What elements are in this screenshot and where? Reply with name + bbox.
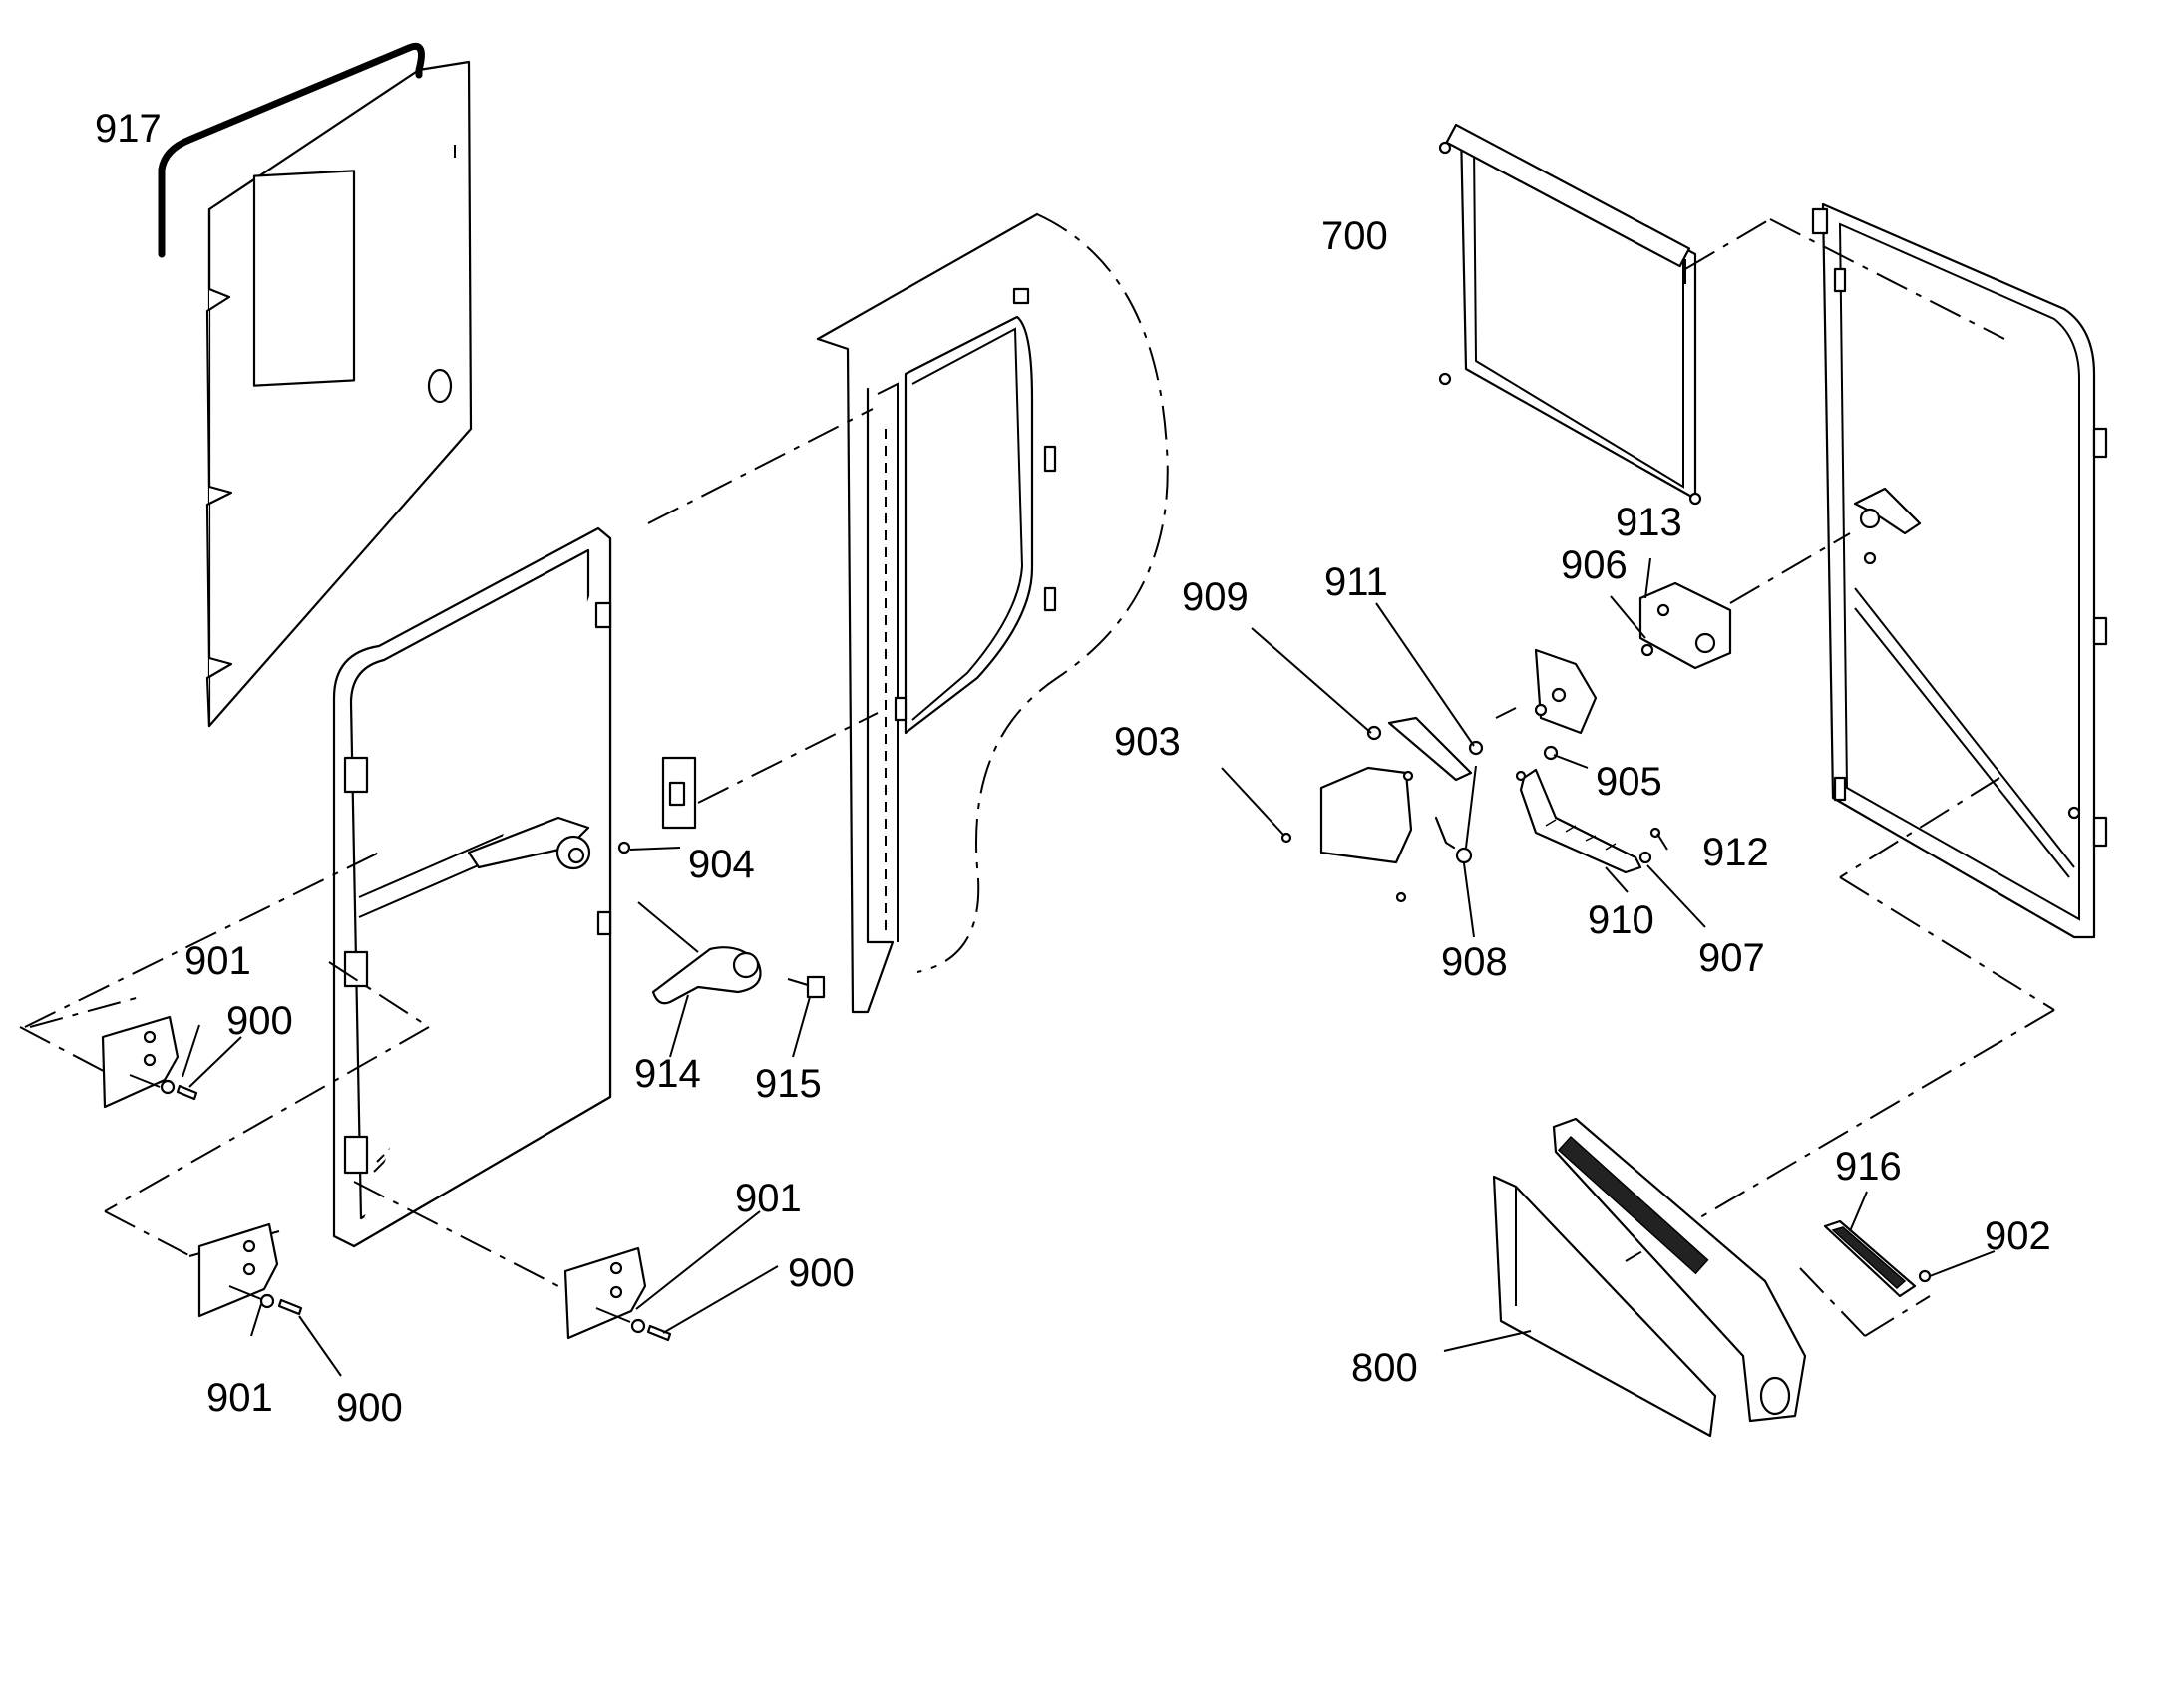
callout-903: 903 (1114, 720, 1181, 764)
assembly-line (1729, 532, 1851, 604)
assembly-line (1684, 218, 1771, 270)
callout-700: 700 (1321, 214, 1388, 258)
assembly-line (104, 1210, 195, 1259)
callout-902: 902 (1985, 1214, 2051, 1258)
door-seal-917 (158, 42, 425, 258)
hinge-plate-a (101, 1015, 198, 1109)
assembly-line (1839, 876, 2055, 1011)
leader-901c (250, 1303, 262, 1337)
latch-rod-908 (1434, 740, 1484, 864)
striker-plate-904 (617, 756, 697, 854)
left-door-frame (332, 526, 612, 1248)
callout-901a: 901 (184, 939, 251, 983)
window-screen-700 (1438, 123, 1702, 506)
assembly-line (104, 1026, 430, 1212)
latch-base-905 (1495, 648, 1598, 761)
assembly-line (19, 1026, 116, 1078)
callout-906: 906 (1561, 543, 1628, 587)
leader-902 (1929, 1250, 1996, 1277)
callout-800: 800 (1351, 1346, 1418, 1390)
leader-901a (182, 1024, 200, 1078)
right-door-frame (1811, 202, 2108, 939)
leader-912 (1656, 833, 1668, 851)
callout-900a: 900 (226, 999, 293, 1043)
leader-916 (1849, 1191, 1868, 1232)
callout-901c: 901 (206, 1376, 273, 1420)
pin-910 (1515, 770, 1527, 782)
bracket-913 (1638, 581, 1732, 670)
screw-902 (1918, 1269, 1932, 1283)
door-glass-panel-917 (205, 60, 473, 728)
callout-908: 908 (1441, 940, 1508, 984)
assembly-line (1625, 1009, 2055, 1262)
callout-909: 909 (1182, 575, 1249, 619)
step-bracket (1552, 1117, 1807, 1423)
callout-914: 914 (634, 1052, 701, 1096)
leader-915 (792, 996, 811, 1058)
latch-link-909 (1366, 716, 1473, 782)
hinge-plate-c (563, 1246, 672, 1342)
step-tread-916 (1823, 1219, 1917, 1298)
leader-800 (1443, 1330, 1532, 1352)
callout-900b: 900 (788, 1251, 855, 1295)
assembly-line (24, 852, 380, 1028)
leader-906 (1610, 595, 1646, 639)
latch-lever-912 (1519, 768, 1642, 874)
assembly-line (328, 961, 430, 1028)
assembly-line (1839, 777, 2000, 878)
door-handle-914 (637, 901, 762, 1005)
callout-911: 911 (1324, 560, 1388, 604)
callout-904: 904 (688, 843, 755, 886)
leader-909 (1251, 627, 1372, 734)
leader-901b (635, 1210, 761, 1310)
callout-912: 912 (1702, 831, 1769, 874)
step-plate-800 (1492, 1175, 1717, 1438)
callout-901b: 901 (735, 1177, 802, 1220)
leader-911 (1375, 602, 1475, 747)
callout-905: 905 (1596, 760, 1662, 804)
callout-915: 915 (755, 1062, 822, 1106)
leader-900a (188, 1036, 242, 1088)
assembly-line (353, 1181, 559, 1287)
leader-900b (662, 1265, 779, 1334)
leader-907 (1646, 864, 1706, 928)
leader-905 (1553, 754, 1589, 769)
assembly-line (1799, 1267, 1866, 1337)
callout-916: 916 (1835, 1145, 1902, 1189)
leader-910 (1605, 866, 1629, 893)
leader-900c (298, 1315, 342, 1377)
assembly-line (29, 996, 141, 1028)
callout-913: 913 (1616, 501, 1682, 544)
key-915 (787, 975, 826, 999)
hinge-plate-b (197, 1222, 303, 1318)
callout-910: 910 (1588, 898, 1654, 942)
callout-917: 917 (95, 107, 162, 151)
leader-904 (629, 847, 681, 851)
latch-cover-903 (1280, 766, 1414, 903)
callout-907: 907 (1698, 936, 1765, 980)
leader-914 (669, 994, 689, 1058)
assembly-line (1864, 1295, 1931, 1337)
outer-door-skin (647, 212, 1169, 1014)
callout-900c: 900 (336, 1386, 403, 1430)
assembly-line (1769, 218, 2005, 340)
nut-907 (1638, 851, 1652, 864)
leader-903 (1221, 767, 1285, 837)
leader-908 (1463, 862, 1475, 938)
leader-913 (1644, 557, 1651, 599)
